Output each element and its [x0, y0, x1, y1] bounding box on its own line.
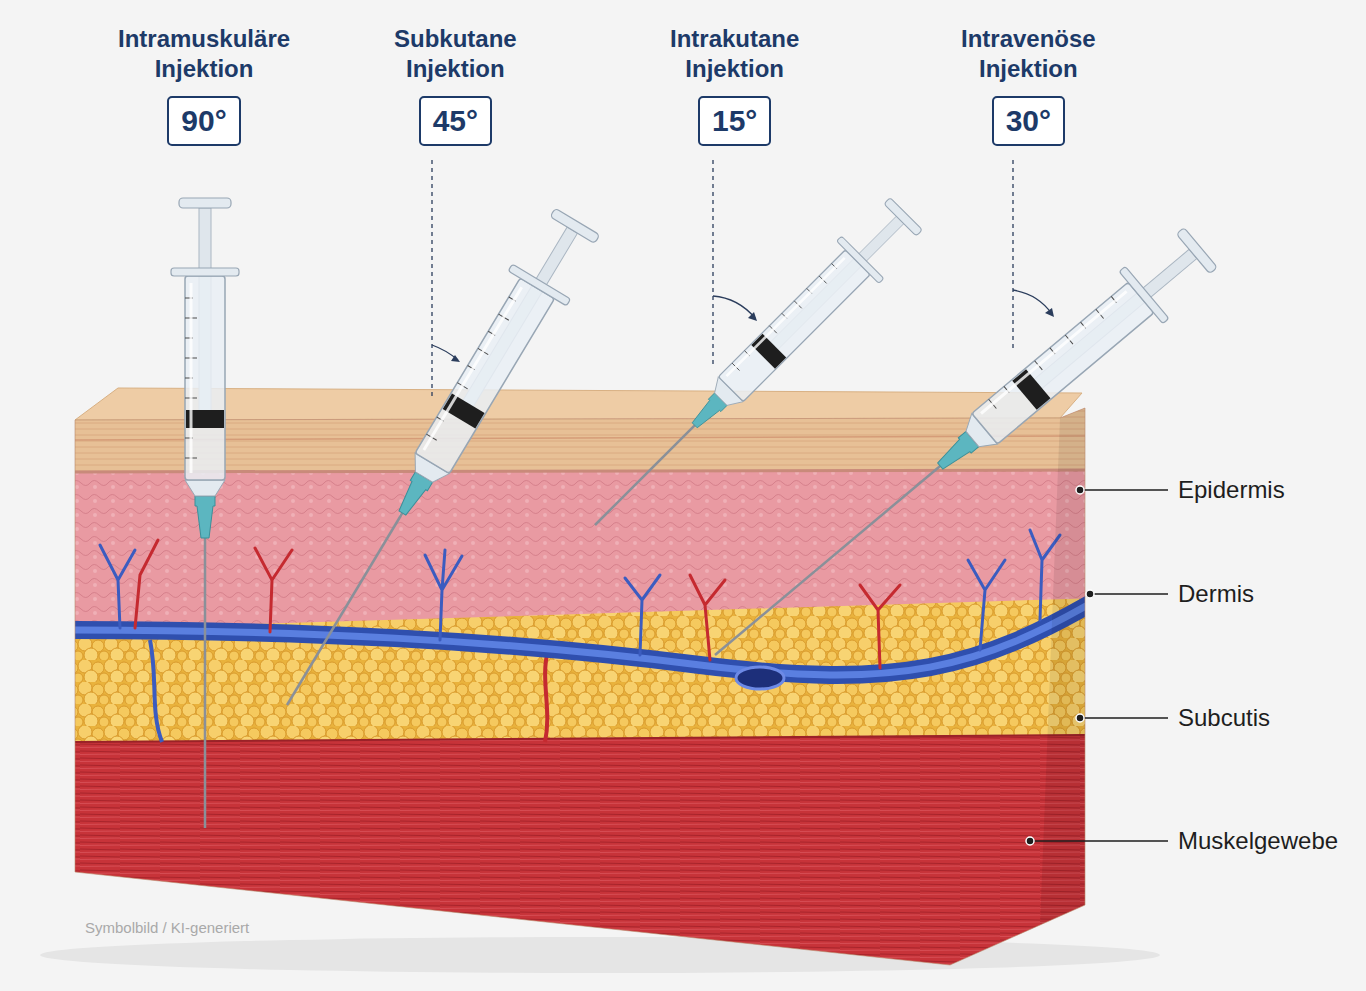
injection-title: Intravenöse Injektion: [961, 24, 1096, 84]
layer-label: Muskelgewebe: [1178, 827, 1338, 855]
layer-label: Epidermis: [1178, 476, 1285, 504]
angle-box: 15°: [698, 96, 771, 146]
angle-box: 45°: [419, 96, 492, 146]
injection-heading: Intravenöse Injektion 30°: [961, 24, 1096, 146]
layer-label: Dermis: [1178, 580, 1254, 608]
angle-box: 30°: [992, 96, 1065, 146]
injection-title: Intramuskuläre Injektion: [118, 24, 290, 84]
injection-heading: Intrakutane Injektion 15°: [670, 24, 799, 146]
injection-title: Subkutane Injektion: [394, 24, 517, 84]
angle-box: 90°: [167, 96, 240, 146]
watermark: Symbolbild / KI-generiert: [85, 919, 249, 937]
injection-heading: Intramuskuläre Injektion 90°: [118, 24, 290, 146]
layer-label: Subcutis: [1178, 704, 1270, 732]
injection-title: Intrakutane Injektion: [670, 24, 799, 84]
injection-heading: Subkutane Injektion 45°: [394, 24, 517, 146]
